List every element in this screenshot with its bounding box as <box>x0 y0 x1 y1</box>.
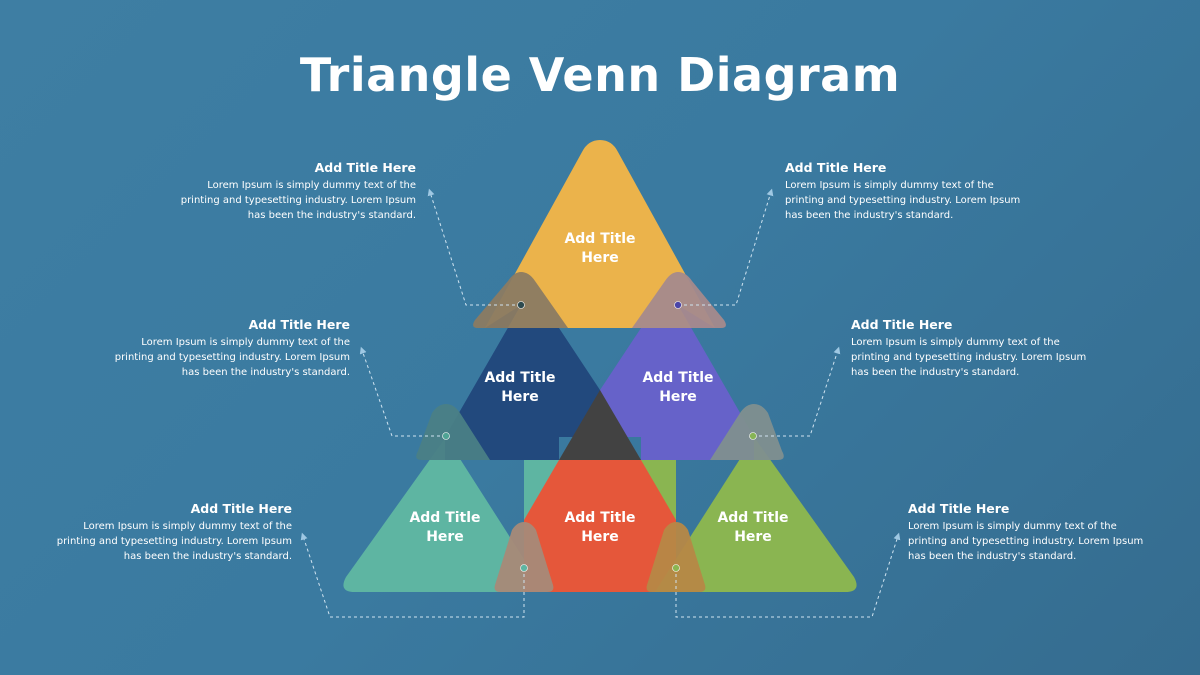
page-title: Triangle Venn Diagram <box>299 48 901 102</box>
callout-bottom-right: Add Title Here Lorem Ipsum is simply dum… <box>908 501 1158 564</box>
callout-body: Lorem Ipsum is simply dummy text of the … <box>56 521 292 562</box>
bottom-left-edge <box>524 460 559 520</box>
callout-body: Lorem Ipsum is simply dummy text of the … <box>785 180 1021 221</box>
callout-body: Lorem Ipsum is simply dummy text of the … <box>114 337 350 378</box>
overlap-middle-left <box>416 404 490 460</box>
connector-middle-right <box>753 346 841 437</box>
callout-body: Lorem Ipsum is simply dummy text of the … <box>851 337 1087 378</box>
connector-bottom-left <box>300 532 525 618</box>
connector-top-right <box>678 188 774 306</box>
triangle-middle-left <box>445 305 600 437</box>
callout-top-right: Add Title Here Lorem Ipsum is simply dum… <box>785 160 1035 223</box>
connector-top-left <box>427 188 521 306</box>
connector-bottom-right <box>675 532 901 618</box>
overlap-bottom-left <box>494 522 554 592</box>
triangle-bottom-left <box>343 437 545 592</box>
callout-body: Lorem Ipsum is simply dummy text of the … <box>180 180 416 221</box>
triangle-middle-right <box>600 305 754 437</box>
anchor-dot-middle-left <box>442 432 450 440</box>
anchor-dot-top-right <box>674 301 682 309</box>
callout-title: Add Title Here <box>785 160 887 175</box>
callout-middle-left: Add Title Here Lorem Ipsum is simply dum… <box>100 317 350 380</box>
overlap-middle-right <box>710 404 784 460</box>
overlap-top-left <box>473 272 568 328</box>
overlap-top-right <box>632 272 726 328</box>
callout-title: Add Title Here <box>190 501 292 516</box>
anchor-dot-top-left <box>517 301 525 309</box>
triangle-center <box>559 390 641 460</box>
callout-top-left: Add Title Here Lorem Ipsum is simply dum… <box>166 160 416 223</box>
bottom-right-edge <box>641 460 676 520</box>
callout-middle-right: Add Title Here Lorem Ipsum is simply dum… <box>851 317 1101 380</box>
callout-bottom-left: Add Title Here Lorem Ipsum is simply dum… <box>42 501 292 564</box>
callout-title: Add Title Here <box>908 501 1010 516</box>
callout-title: Add Title Here <box>248 317 350 332</box>
callout-title: Add Title Here <box>851 317 953 332</box>
connector-middle-left <box>359 346 446 437</box>
anchor-dot-middle-right <box>749 432 757 440</box>
callout-title: Add Title Here <box>314 160 416 175</box>
anchor-dot-bottom-right <box>672 564 680 572</box>
callout-body: Lorem Ipsum is simply dummy text of the … <box>908 521 1144 562</box>
triangle-bottom-center <box>524 460 676 592</box>
overlap-bottom-right <box>646 522 706 592</box>
anchor-dot-bottom-left <box>520 564 528 572</box>
triangle-top <box>485 140 715 328</box>
triangle-bottom-right <box>655 437 857 592</box>
